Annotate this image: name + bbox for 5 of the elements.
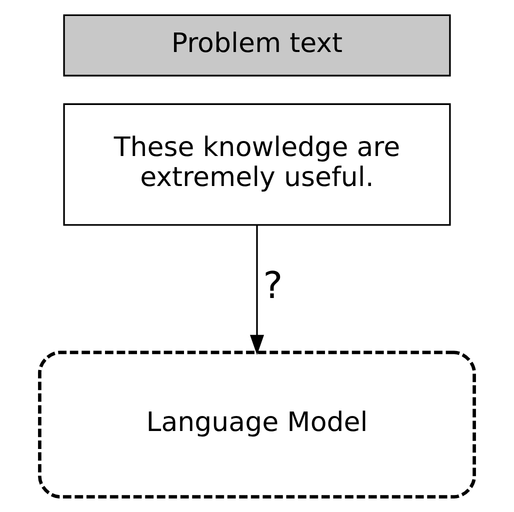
edge-label: ? [263,264,283,308]
node-box: These knowledge are extremely useful. [63,103,451,226]
node-box: Language Model [38,350,476,498]
node-box: Problem text [63,14,451,76]
arrow [250,225,264,355]
